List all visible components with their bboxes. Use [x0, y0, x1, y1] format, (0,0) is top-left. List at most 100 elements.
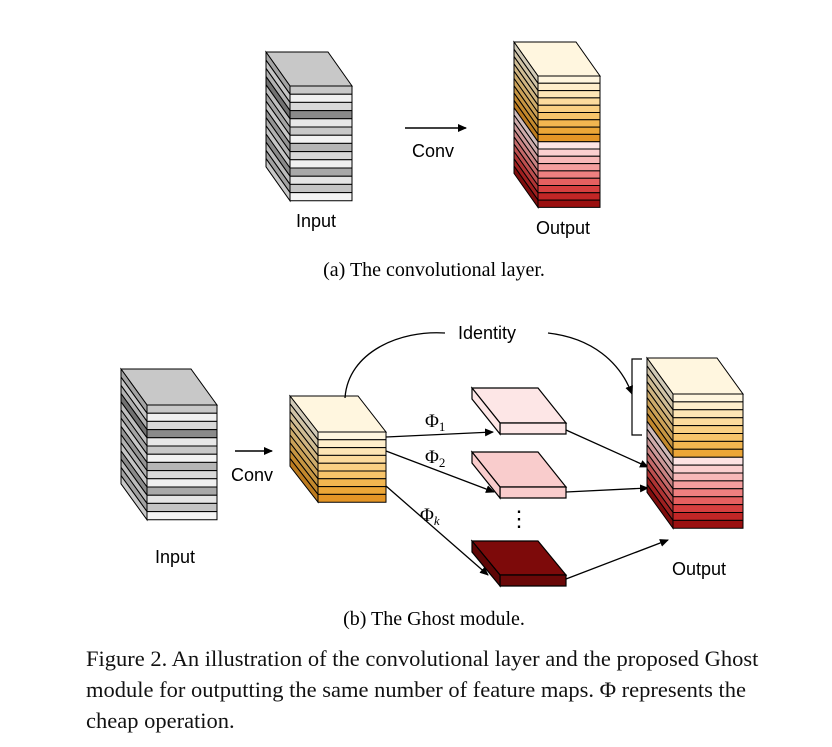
feature-map-layer — [289, 183, 353, 194]
feature-map-layer — [146, 470, 218, 480]
feature-map-layer — [537, 82, 601, 92]
feature-map-layer — [289, 101, 353, 112]
feature-map-layer — [537, 97, 601, 106]
feature-map-layer — [289, 85, 353, 95]
subcaption-b: (b) The Ghost module. — [343, 608, 525, 630]
feature-map-layer — [317, 454, 387, 464]
feature-map-layer — [146, 486, 218, 496]
output-tensor — [513, 40, 601, 209]
feature-map-layer — [146, 420, 218, 431]
feature-map-layer — [672, 440, 744, 450]
feature-map-layer — [146, 461, 218, 472]
feature-map-layer — [317, 431, 387, 441]
feature-map-layer — [289, 151, 353, 161]
feature-map-layer — [672, 417, 744, 427]
feature-map-layer — [317, 462, 387, 472]
feature-map-layer — [537, 170, 601, 179]
feature-map-layer — [537, 133, 601, 143]
feature-map-layer — [317, 486, 387, 495]
feature-map-layer — [537, 104, 601, 113]
identity-curve-right — [547, 332, 633, 395]
feature-map-layer — [146, 502, 218, 513]
feature-map-layer — [537, 90, 601, 99]
feature-map-layer — [146, 511, 218, 521]
input-tensor — [120, 367, 218, 522]
feature-map-layer — [672, 456, 744, 466]
feature-map-layer — [146, 412, 218, 422]
feature-map-layer — [289, 118, 353, 128]
feature-map-layer — [289, 167, 353, 177]
feature-map-layer — [317, 439, 387, 449]
ghost-k-to-output-arrow — [565, 539, 669, 580]
feature-map-layer — [537, 192, 601, 201]
feature-map-layer — [146, 453, 218, 463]
feature-map-layer — [537, 155, 601, 165]
feature-map-layer — [146, 429, 218, 439]
feature-map-layer — [672, 496, 744, 506]
feature-map-layer — [146, 445, 218, 455]
feature-map-layer — [537, 177, 601, 186]
phi-k-label: Φk — [420, 505, 440, 528]
output-label: Output — [536, 218, 590, 238]
feature-map-layer — [672, 480, 744, 490]
figure-caption: Figure 2. An illustration of the convolu… — [86, 646, 759, 733]
feature-map-layer — [317, 478, 387, 488]
feature-map-layer — [317, 470, 387, 480]
output-label: Output — [672, 559, 726, 579]
feature-map-layer — [672, 512, 744, 521]
feature-map-layer — [672, 519, 744, 529]
panel-b: Conv Identity Φ1 Φ2 Φk ⋮ — [120, 323, 744, 630]
feature-map-layer — [537, 199, 601, 208]
phi-2-label: Φ2 — [425, 447, 445, 470]
ellipsis: ⋮ — [508, 506, 530, 531]
feature-map-layer — [672, 425, 744, 434]
phi-k-arrow — [385, 485, 489, 576]
ghost-map-1 — [470, 386, 568, 436]
feature-map-layer — [289, 175, 353, 185]
feature-map-layer — [317, 493, 387, 503]
feature-map-layer — [289, 126, 353, 136]
panel-a: Conv Input Output (a) The convolutional … — [265, 40, 601, 281]
figure-canvas: Conv Input Output (a) The convolutional … — [120, 40, 744, 630]
feature-map-layer — [537, 119, 601, 128]
feature-map-layer — [672, 409, 744, 419]
conv-label: Conv — [231, 465, 273, 485]
feature-map-layer — [672, 472, 744, 482]
feature-map-layer — [146, 404, 218, 414]
phi-2-arrow — [385, 450, 495, 493]
input-label: Input — [155, 547, 195, 567]
phi-1-label: Φ1 — [425, 411, 445, 434]
feature-map-layer — [672, 448, 744, 458]
feature-map-layer — [289, 110, 353, 120]
feature-map-layer — [537, 112, 601, 121]
feature-map-layer — [537, 163, 601, 172]
feature-map-layer — [289, 159, 353, 169]
feature-map-layer — [672, 433, 744, 442]
feature-map-layer — [672, 464, 744, 474]
feature-map-layer — [537, 185, 601, 194]
feature-map-layer — [537, 75, 601, 84]
feature-map-layer — [289, 93, 353, 103]
feature-map-layer — [537, 141, 601, 150]
identity-label: Identity — [458, 323, 516, 343]
input-tensor — [265, 50, 353, 203]
feature-map-layer — [146, 494, 218, 504]
feature-map-layer — [672, 401, 744, 411]
feature-map-layer — [672, 393, 744, 403]
feature-map-layer — [146, 437, 218, 447]
feature-map-layer — [146, 478, 218, 488]
subcaption-a: (a) The convolutional layer. — [323, 259, 545, 281]
feature-map-layer — [289, 142, 353, 153]
feature-map-layer — [317, 447, 387, 456]
feature-map-layer — [289, 192, 353, 202]
ghost-2-to-output-arrow — [565, 484, 649, 493]
conv-label: Conv — [412, 141, 454, 161]
identity-curve-left — [344, 332, 446, 399]
feature-map-layer — [537, 126, 601, 135]
input-label: Input — [296, 211, 336, 231]
feature-map-layer — [672, 488, 744, 498]
feature-map-layer — [289, 134, 353, 144]
ghost-1-to-output-arrow — [565, 429, 649, 468]
ghost-map-2 — [470, 450, 568, 500]
intrinsic-feature-maps — [288, 394, 388, 504]
